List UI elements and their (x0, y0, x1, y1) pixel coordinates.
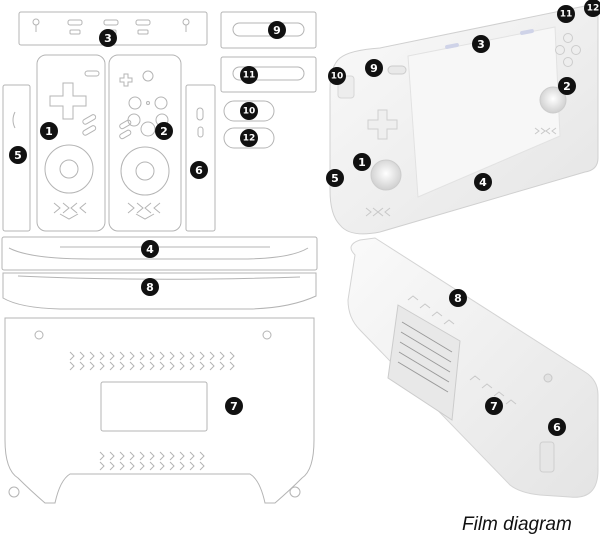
callout-5: 5 (326, 169, 344, 187)
film-piece-10 (223, 100, 275, 122)
callout-number: 8 (146, 281, 154, 294)
film-piece-right-panel (108, 54, 182, 232)
callout-12: 12 (240, 129, 258, 147)
callout-number: 7 (490, 400, 498, 413)
vent-slot (179, 451, 185, 471)
vent-slot (129, 351, 135, 371)
vent-slot (199, 351, 205, 371)
film-piece-11 (220, 56, 317, 93)
callout-6: 6 (190, 161, 208, 179)
vent-slot (109, 351, 115, 371)
back-panel-vents (69, 351, 235, 471)
callout-number: 12 (243, 134, 256, 144)
vent-slot (69, 351, 75, 371)
vent-slot (99, 451, 105, 471)
callout-number: 6 (553, 421, 561, 434)
callout-number: 11 (560, 10, 573, 20)
device-back-view (347, 237, 599, 498)
callout-number: 7 (230, 400, 238, 413)
film-piece-right-side (185, 84, 216, 232)
vent-slot (199, 451, 205, 471)
vent-slot (79, 351, 85, 371)
callout-number: 1 (45, 125, 53, 138)
callout-number: 9 (273, 24, 281, 37)
callout-number: 8 (454, 292, 462, 305)
caption: Film diagram (462, 514, 572, 535)
callout-7: 7 (485, 397, 503, 415)
vent-slot (219, 351, 225, 371)
vent-slot (229, 351, 235, 371)
vent-slot (99, 351, 105, 371)
callout-6: 6 (548, 418, 566, 436)
vent-slot (109, 451, 115, 471)
vent-slot (189, 451, 195, 471)
callout-number: 2 (160, 125, 168, 138)
callout-9: 9 (268, 21, 286, 39)
device-front-view (329, 5, 599, 235)
callout-11: 11 (557, 5, 575, 23)
callout-number: 4 (479, 176, 487, 189)
film-piece-back-panel (4, 317, 315, 504)
callout-number: 11 (243, 71, 256, 81)
film-piece-front-strip (1, 236, 318, 271)
callout-number: 5 (331, 172, 339, 185)
callout-4: 4 (474, 173, 492, 191)
film-piece-left-side (2, 84, 31, 232)
film-piece-12 (223, 127, 275, 149)
callout-number: 6 (195, 164, 203, 177)
vent-slot (119, 451, 125, 471)
vent-slot (149, 451, 155, 471)
callout-number: 10 (331, 72, 344, 82)
callout-11: 11 (240, 66, 258, 84)
callout-number: 9 (370, 62, 378, 75)
callout-number: 2 (563, 80, 571, 93)
callout-number: 5 (14, 149, 22, 162)
vent-slot (209, 351, 215, 371)
vent-slot (139, 451, 145, 471)
callout-3: 3 (472, 35, 490, 53)
callout-8: 8 (141, 278, 159, 296)
callout-10: 10 (240, 102, 258, 120)
callout-number: 1 (358, 156, 366, 169)
vent-slot (159, 451, 165, 471)
callout-4: 4 (141, 240, 159, 258)
callout-8: 8 (449, 289, 467, 307)
callout-5: 5 (9, 146, 27, 164)
film-piece-bottom-edge (2, 272, 317, 310)
vent-slot (179, 351, 185, 371)
vent-slot (149, 351, 155, 371)
callout-1: 1 (353, 153, 371, 171)
callout-10: 10 (328, 67, 346, 85)
callout-9: 9 (365, 59, 383, 77)
film-piece-left-panel (36, 54, 106, 232)
vent-slot (169, 451, 175, 471)
vent-slot (89, 351, 95, 371)
callout-3: 3 (99, 29, 117, 47)
callout-number: 4 (146, 243, 154, 256)
callout-1: 1 (40, 122, 58, 140)
vent-slot (129, 451, 135, 471)
vent-slot (169, 351, 175, 371)
vent-slot (139, 351, 145, 371)
callout-number: 3 (477, 38, 485, 51)
callout-2: 2 (155, 122, 173, 140)
callout-number: 12 (587, 4, 600, 14)
callout-number: 10 (243, 107, 256, 117)
vent-slot (119, 351, 125, 371)
callout-number: 3 (104, 32, 112, 45)
vent-slot (189, 351, 195, 371)
callout-2: 2 (558, 77, 576, 95)
film-piece-9 (220, 11, 317, 49)
vent-slot (159, 351, 165, 371)
callout-7: 7 (225, 397, 243, 415)
callout-12: 12 (584, 0, 600, 17)
